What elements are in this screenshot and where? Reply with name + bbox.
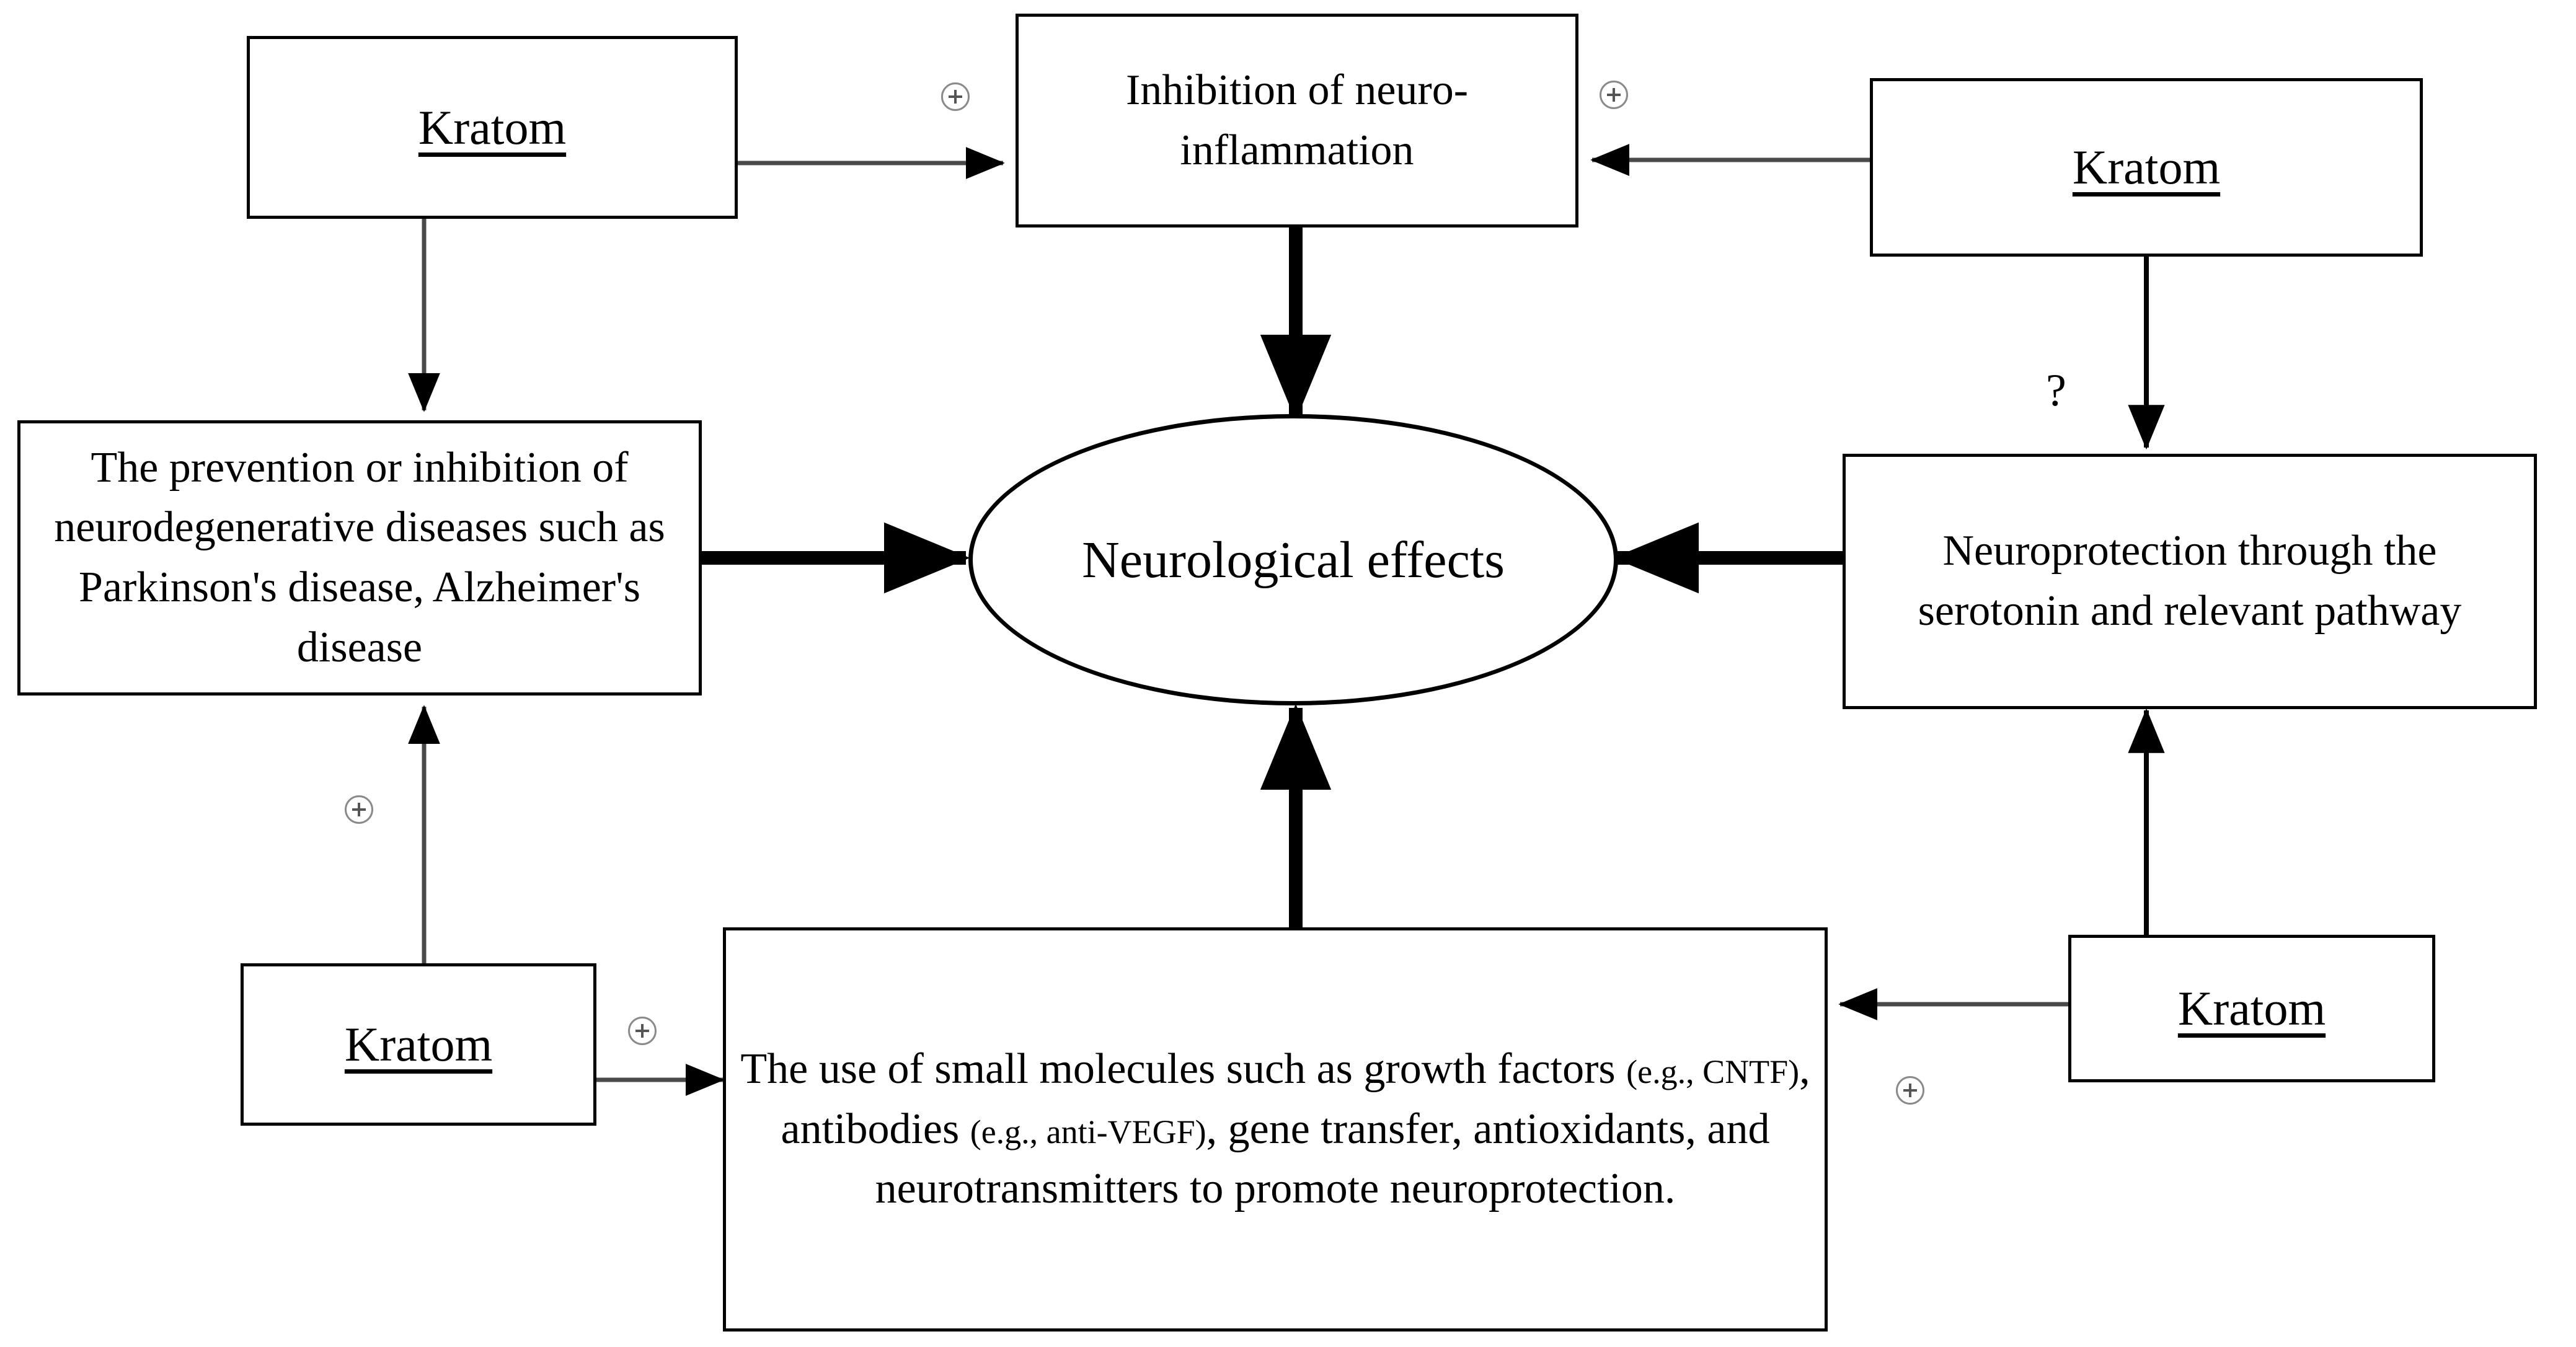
small-molecules-paren-1: (e.g., CNTF) — [1626, 1053, 1800, 1091]
kratom-top-left-label: Kratom — [418, 100, 567, 154]
small-molecules-part-3: , gene transfer, antioxidants, and neuro… — [875, 1105, 1770, 1213]
node-inhibition-of-neuroinflammation[interactable]: Inhibition of neuro- inflammation — [1016, 14, 1578, 227]
plus-badge-kratom-br-to-smallmolecules — [1896, 1076, 1924, 1105]
small-molecules-part-1: The use of small molecules such as growt… — [740, 1045, 1627, 1093]
node-kratom-bottom-right[interactable]: Kratom — [2068, 935, 2435, 1082]
plus-badge-kratom-bl-to-prevention — [345, 795, 373, 824]
inhibition-line-1: Inhibition of neuro- — [1125, 66, 1469, 114]
small-molecules-text: The use of small molecules such as growt… — [737, 1040, 1813, 1219]
kratom-bottom-right-label: Kratom — [2177, 981, 2326, 1036]
kratom-top-right-label: Kratom — [2072, 140, 2221, 195]
plus-badge-kratom-bl-to-smallmolecules — [628, 1017, 657, 1045]
node-kratom-top-left[interactable]: Kratom — [247, 36, 738, 219]
plus-badge-kratom-tr-to-inhibition — [1600, 81, 1628, 109]
neuroprotection-serotonin-text: Neuroprotection through the serotonin an… — [1918, 527, 2462, 635]
kratom-bottom-left-label: Kratom — [344, 1017, 493, 1072]
small-molecules-paren-2: (e.g., anti-VEGF) — [970, 1113, 1206, 1150]
question-mark-kratom-tr-to-neuroprotection: ? — [2046, 365, 2066, 416]
small-molecules-part-2: , antibodies — [781, 1045, 1810, 1153]
prevention-text: The prevention or inhibition of neurodeg… — [54, 443, 665, 671]
node-neuroprotection-serotonin-pathway[interactable]: Neuroprotection through the serotonin an… — [1843, 454, 2537, 709]
node-kratom-top-right[interactable]: Kratom — [1870, 78, 2423, 257]
inhibition-line-2: inflammation — [1180, 126, 1414, 174]
neurological-effects-label: Neurological effects — [1082, 531, 1505, 589]
node-kratom-bottom-left[interactable]: Kratom — [241, 963, 596, 1126]
node-neurological-effects[interactable]: Neurological effects — [968, 414, 1618, 705]
plus-badge-kratom-tl-to-inhibition — [941, 82, 970, 111]
node-small-molecules-neuroprotection[interactable]: The use of small molecules such as growt… — [723, 927, 1828, 1332]
node-prevention-of-neurodegenerative-diseases[interactable]: The prevention or inhibition of neurodeg… — [17, 420, 702, 696]
